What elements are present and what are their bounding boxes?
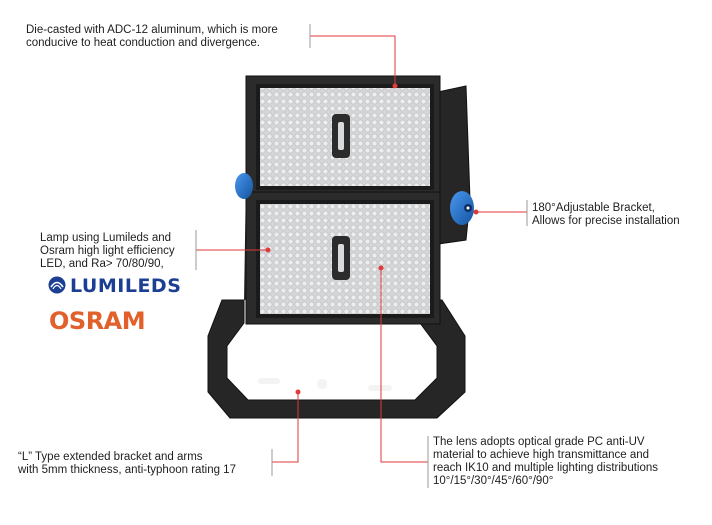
note-line: The lens adopts optical grade PC anti-UV	[433, 436, 645, 448]
note-line: reach IK10 and multiple lighting distrib…	[433, 462, 659, 474]
note-line: with 5mm thickness, anti-typhoon rating …	[18, 464, 236, 476]
note-line: LED, and Ra> 70/80/90,	[40, 258, 164, 270]
note-line: Lamp using Lumileds and	[40, 232, 172, 244]
note-l-bracket: “L” Type extended bracket and arms with …	[18, 451, 236, 477]
note-led-source: Lamp using Lumileds and Osram high light…	[40, 232, 175, 271]
note-line: Osram high light efficiency	[40, 245, 175, 257]
note-bracket: 180°Adjustable Bracket, Allows for preci…	[532, 202, 680, 228]
osram-logo: OSRAM	[49, 307, 146, 335]
adjust-knob-icon	[235, 173, 474, 225]
note-line: 180°Adjustable Bracket,	[532, 202, 655, 214]
note-lens: The lens adopts optical grade PC anti-UV…	[433, 436, 658, 488]
osram-wordmark: OSRAM	[49, 307, 146, 335]
note-die-cast: Die-casted with ADC-12 aluminum, which i…	[26, 24, 278, 50]
note-line: material to achieve high transmittance a…	[433, 449, 650, 461]
lumileds-wordmark: LUMILEDS	[70, 275, 182, 297]
lumileds-logo: LUMILEDS	[48, 275, 182, 297]
lumileds-mark-icon	[48, 276, 66, 294]
bracket-hole	[317, 379, 327, 389]
note-line: 10°/15°/30°/45°/60°/90°	[433, 475, 554, 487]
note-line: conducive to heat conduction and diverge…	[26, 37, 260, 49]
note-line: Allows for precise installation	[532, 215, 680, 227]
callout-lines	[196, 35, 527, 463]
bracket-slot	[258, 378, 280, 384]
note-line: “L” Type extended bracket and arms	[18, 451, 203, 463]
bracket-slot	[368, 385, 392, 391]
note-line: Die-casted with ADC-12 aluminum, which i…	[26, 24, 278, 36]
